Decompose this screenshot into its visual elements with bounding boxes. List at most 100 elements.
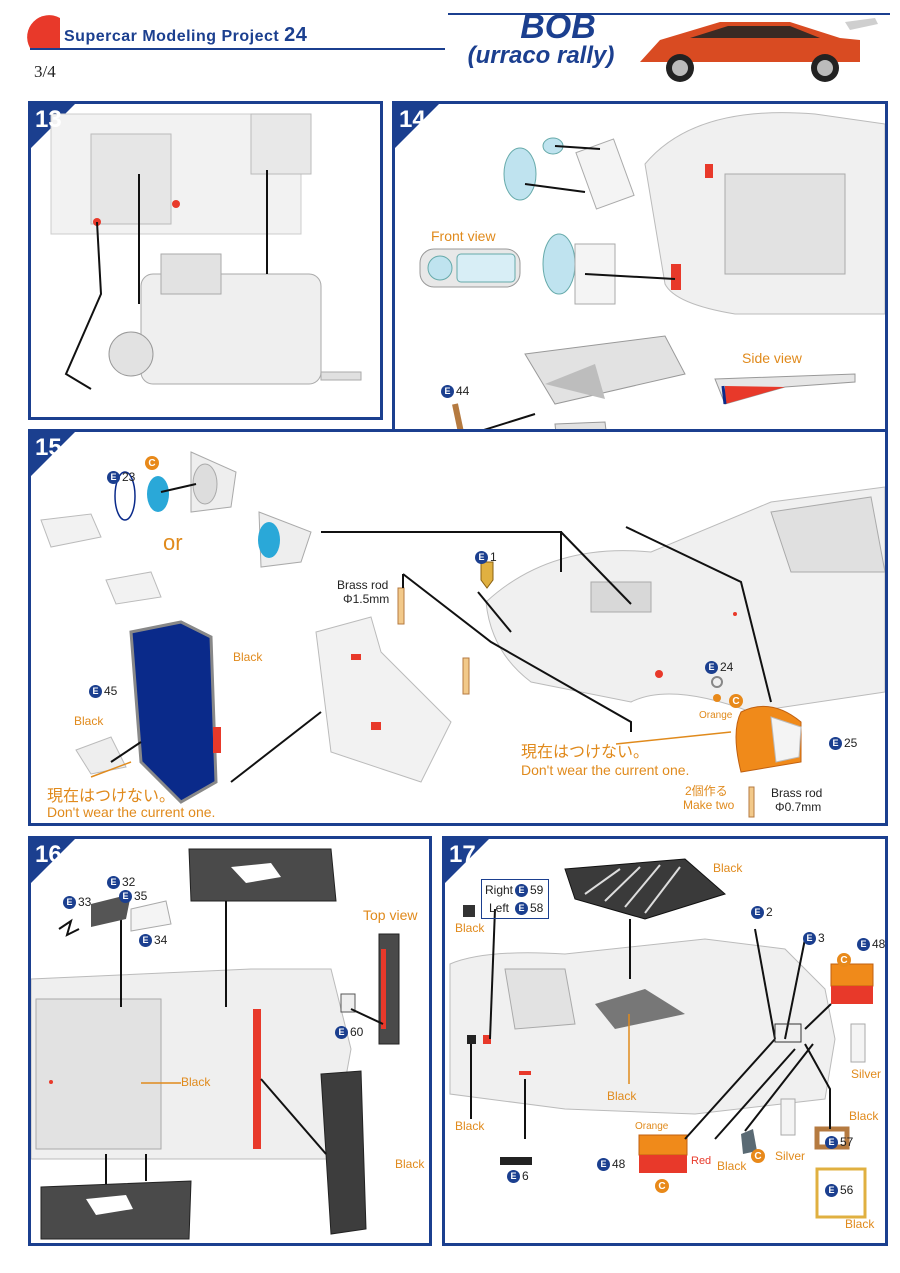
part-e-icon: E	[751, 905, 764, 919]
color-c-icon: C	[145, 456, 159, 470]
model-subtitle: (urraco rally)	[467, 42, 615, 69]
silver-label-2: Silver	[775, 1149, 806, 1163]
black-label-1: Black	[181, 1075, 211, 1089]
black-label-2: Black	[74, 714, 104, 728]
step-16-illustration	[31, 839, 400, 1240]
note-jp-1: 現在はつけない。	[47, 788, 176, 805]
black-label-1: Black	[233, 650, 263, 664]
part-e-icon: E	[705, 660, 718, 674]
make-two-en: Make two	[683, 798, 735, 812]
brass-rod-dim-2: Φ0.7mm	[775, 800, 822, 814]
orange-label: Orange	[635, 1121, 669, 1132]
brass-rod-label-1: Brass rod	[337, 578, 389, 592]
black-clip-label: Black	[717, 1159, 747, 1173]
black-small-label: Black	[455, 921, 485, 935]
part-e-icon: E	[825, 1183, 838, 1197]
step-14-illustration	[395, 104, 885, 432]
black-bracket-label: Black	[849, 1109, 879, 1123]
corner-logo-shape	[27, 15, 60, 49]
part-e-icon: E	[89, 684, 102, 698]
part-e-icon: E	[825, 1135, 838, 1149]
part-e-icon: E	[857, 937, 870, 951]
part-e-icon: E	[441, 384, 454, 398]
part-e-icon: E	[515, 901, 528, 915]
note-jp-2: 現在はつけない。	[521, 744, 650, 761]
part-e-icon: E	[63, 895, 76, 909]
part-e-icon: E	[803, 931, 816, 945]
right-label: Right	[485, 883, 514, 897]
part-e-icon: E	[475, 550, 488, 564]
part-e-icon: E	[107, 875, 120, 889]
step-17-illustration	[445, 839, 874, 1219]
step-number: 17	[449, 841, 476, 868]
part-e-icon: E	[597, 1157, 610, 1171]
part-e-icon: E	[119, 889, 132, 903]
part-e-icon: E	[107, 470, 120, 484]
black-window-label: Black	[607, 1089, 637, 1103]
model-name: BOB	[520, 8, 596, 46]
page-number: 3/4	[34, 62, 56, 81]
part-e-icon: E	[139, 933, 152, 947]
header-decoration	[27, 13, 890, 82]
part-e-icon: E	[335, 1025, 348, 1039]
side-selection-box	[481, 879, 549, 919]
black-frame-label: Black	[845, 1217, 875, 1231]
black-label-2: Black	[395, 1157, 425, 1171]
step-13-illustration	[31, 104, 362, 390]
red-label: Red	[691, 1155, 712, 1167]
step-15-illustration	[31, 432, 885, 818]
or-label: or	[163, 530, 183, 555]
left-label: Left	[489, 901, 510, 915]
orange-label: Orange	[699, 710, 733, 721]
front-view-label: Front view	[431, 228, 496, 244]
color-c-icon: C	[729, 694, 743, 708]
header: Supercar Modeling Project 24 3/4 BOB (ur…	[0, 0, 900, 95]
part-e-icon: E	[507, 1169, 520, 1183]
part-e-icon: E	[829, 736, 842, 750]
note-en-2: Don't wear the current one.	[521, 762, 690, 778]
color-c-icon: C	[655, 1179, 669, 1193]
side-view-label: Side view	[742, 350, 802, 366]
note-en-1: Don't wear the current one.	[47, 804, 216, 820]
color-c-icon: C	[837, 953, 851, 967]
step-number: 15	[35, 434, 62, 461]
car-illustration	[640, 18, 878, 82]
brass-rod-label-2: Brass rod	[771, 786, 823, 800]
silver-label-1: Silver	[851, 1067, 882, 1081]
black-side-label: Black	[455, 1119, 485, 1133]
step-number: 16	[35, 841, 62, 868]
series-title: Supercar Modeling Project 24	[64, 24, 307, 47]
part-e-icon: E	[515, 883, 528, 897]
step-number: 13	[35, 106, 62, 133]
top-view-label: Top view	[363, 907, 418, 923]
brass-rod-dim-1: Φ1.5mm	[343, 592, 390, 606]
step-number: 14	[399, 106, 426, 133]
step-13-panel: 13	[28, 101, 383, 420]
series-number: 24	[284, 24, 308, 46]
series-title-text: Supercar Modeling Project	[64, 28, 280, 45]
